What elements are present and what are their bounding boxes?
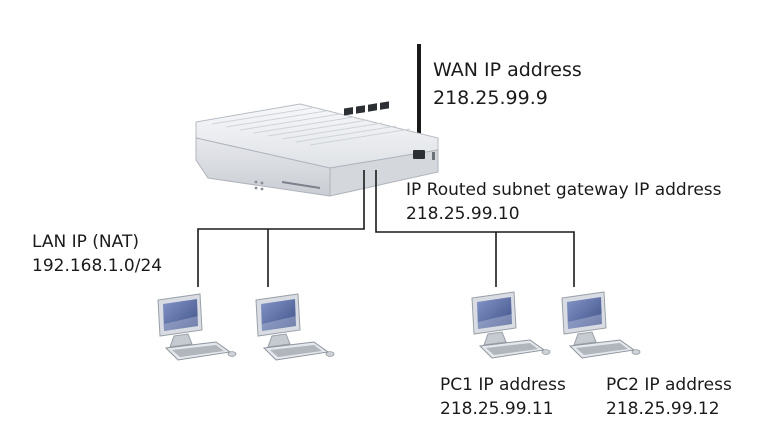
pc1-ip-title: PC1 IP address bbox=[440, 375, 566, 395]
computer-icon bbox=[255, 293, 335, 361]
computer-icon bbox=[157, 293, 237, 361]
pc2-ip-value: 218.25.99.12 bbox=[606, 399, 720, 419]
pc2-ip-title: PC2 IP address bbox=[606, 375, 732, 395]
wan-ip-value: 218.25.99.9 bbox=[433, 87, 548, 109]
routed-subnet-title: IP Routed subnet gateway IP address bbox=[406, 180, 722, 200]
routed-subnet-label: IP Routed subnet gateway IP address 218.… bbox=[406, 178, 722, 226]
computer-icon bbox=[561, 291, 641, 359]
lan-network-lines bbox=[197, 170, 365, 287]
pc1-ip-label: PC1 IP address 218.25.99.11 bbox=[440, 373, 566, 421]
lan-ip-value: 192.168.1.0/24 bbox=[32, 256, 163, 276]
pc1-ip-value: 218.25.99.11 bbox=[440, 399, 554, 419]
lan-ip-label: LAN IP (NAT) 192.168.1.0/24 bbox=[32, 230, 162, 278]
routed-subnet-lines bbox=[375, 170, 575, 287]
wan-ip-label: WAN IP address 218.25.99.9 bbox=[433, 56, 582, 112]
routed-subnet-value: 218.25.99.10 bbox=[406, 204, 520, 224]
wan-ip-title: WAN IP address bbox=[433, 59, 582, 81]
router-icon bbox=[195, 101, 439, 197]
computer-icon bbox=[471, 291, 551, 359]
lan-ip-title: LAN IP (NAT) bbox=[32, 232, 139, 252]
pc2-ip-label: PC2 IP address 218.25.99.12 bbox=[606, 373, 732, 421]
